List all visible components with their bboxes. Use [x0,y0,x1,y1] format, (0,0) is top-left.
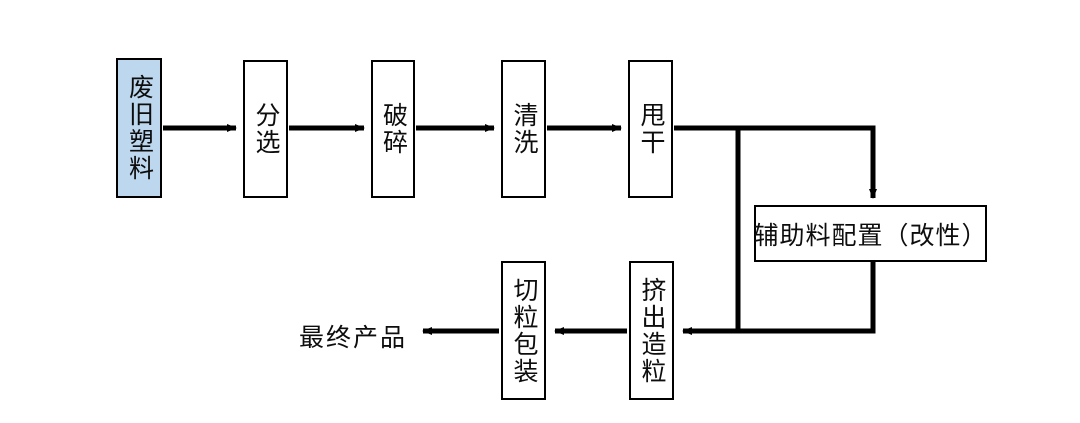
node-label-crushing: 破碎 [379,102,407,156]
node-washing[interactable]: 清洗 [501,60,546,198]
node-extrusion-pelletizing[interactable]: 挤出造粒 [629,261,674,400]
node-crushing[interactable]: 破碎 [371,60,415,198]
node-label-washing: 清洗 [510,102,537,156]
node-label-cutting-packaging: 切粒包装 [510,276,537,385]
node-additive-blending[interactable]: 辅助料配置（改性） [754,205,987,262]
edge-additive-to-extrusion [682,262,876,335]
node-label-sorting: 分选 [252,102,279,156]
node-label-waste-plastic: 废旧塑料 [125,74,153,182]
node-spin-drying[interactable]: 甩干 [628,60,673,198]
edge-drying-to-additive [674,125,877,199]
node-label-spin-drying: 甩干 [637,102,664,156]
label-final-product: 最终产品 [299,325,408,352]
node-waste-plastic[interactable]: 废旧塑料 [116,58,162,198]
node-label-additive-blending: 辅助料配置（改性） [753,222,988,250]
node-sorting[interactable]: 分选 [243,60,288,198]
node-label-extrusion-pelletizing: 挤出造粒 [638,276,665,385]
node-cutting-packaging[interactable]: 切粒包装 [501,261,546,400]
